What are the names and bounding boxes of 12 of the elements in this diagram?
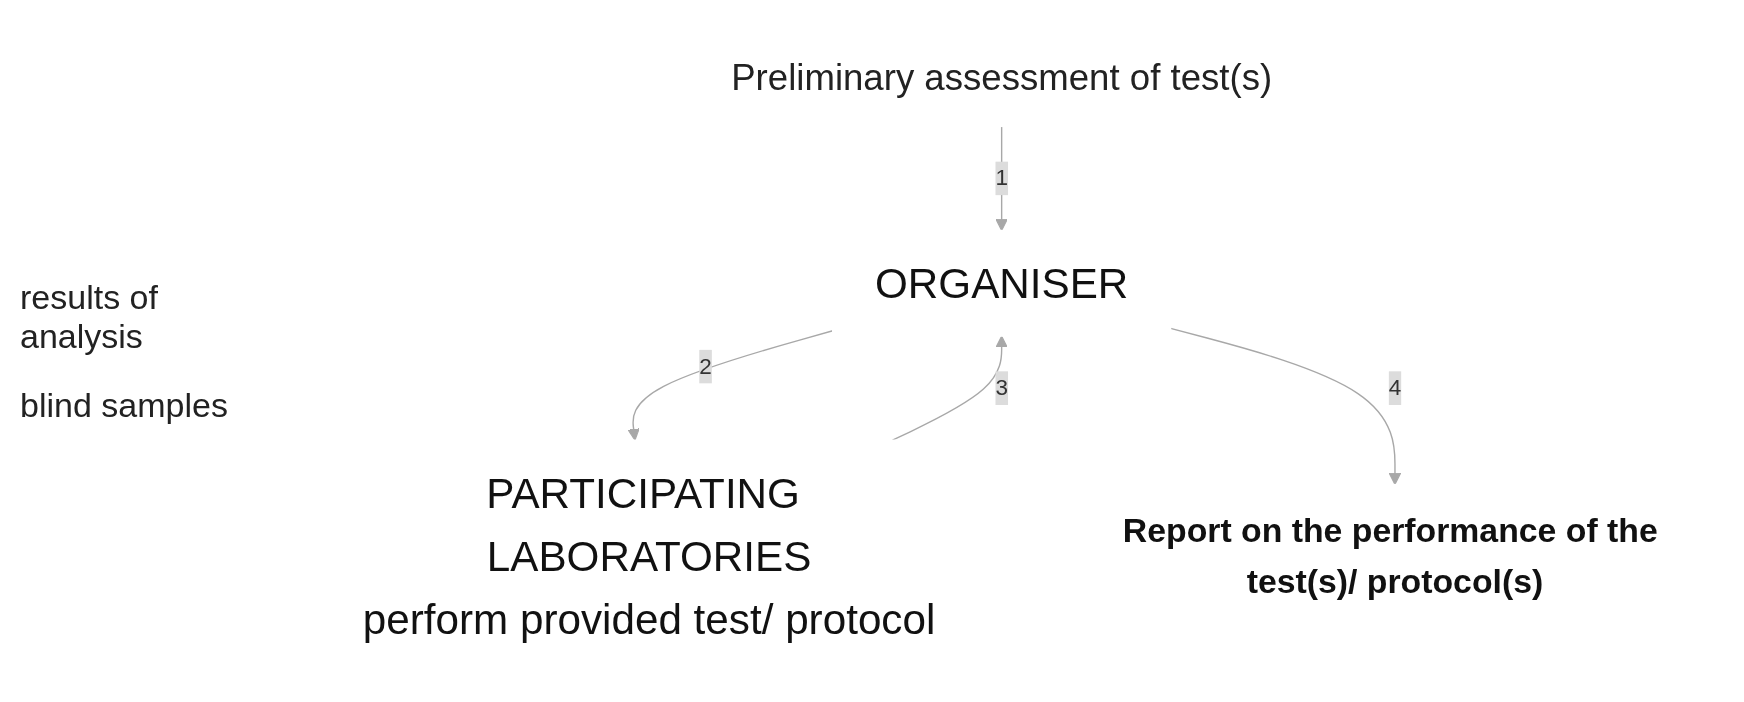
- edge-label: 1: [995, 165, 1008, 190]
- node-text: Report on the performance of the test(s)/ protocol(s): [1122, 511, 1658, 601]
- arrow: [995, 125, 1008, 232]
- edge-label: 2: [699, 354, 712, 378]
- node-text: Preliminary assessment of test(s): [731, 56, 1273, 99]
- note-text: results of analysis: [20, 277, 159, 356]
- node-text: ORGANISER: [874, 260, 1129, 307]
- note-text: blind samples: [20, 385, 229, 425]
- edge-label: 3: [995, 375, 1008, 400]
- edge-label: 4: [1388, 375, 1402, 400]
- arrow: [891, 335, 1008, 442]
- node-text: PARTICIPATING LABORATORIES perform provided test/ protocol: [362, 469, 936, 644]
